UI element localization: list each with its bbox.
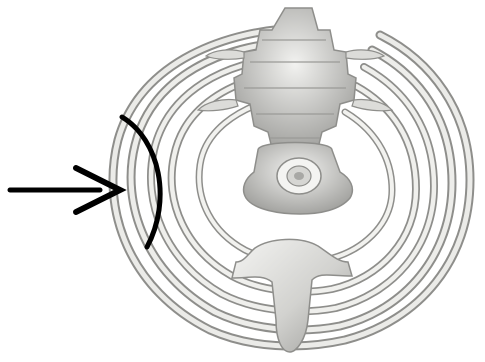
arrow-icon (10, 168, 120, 212)
sternum (232, 239, 352, 352)
vertebral-body (244, 143, 353, 215)
